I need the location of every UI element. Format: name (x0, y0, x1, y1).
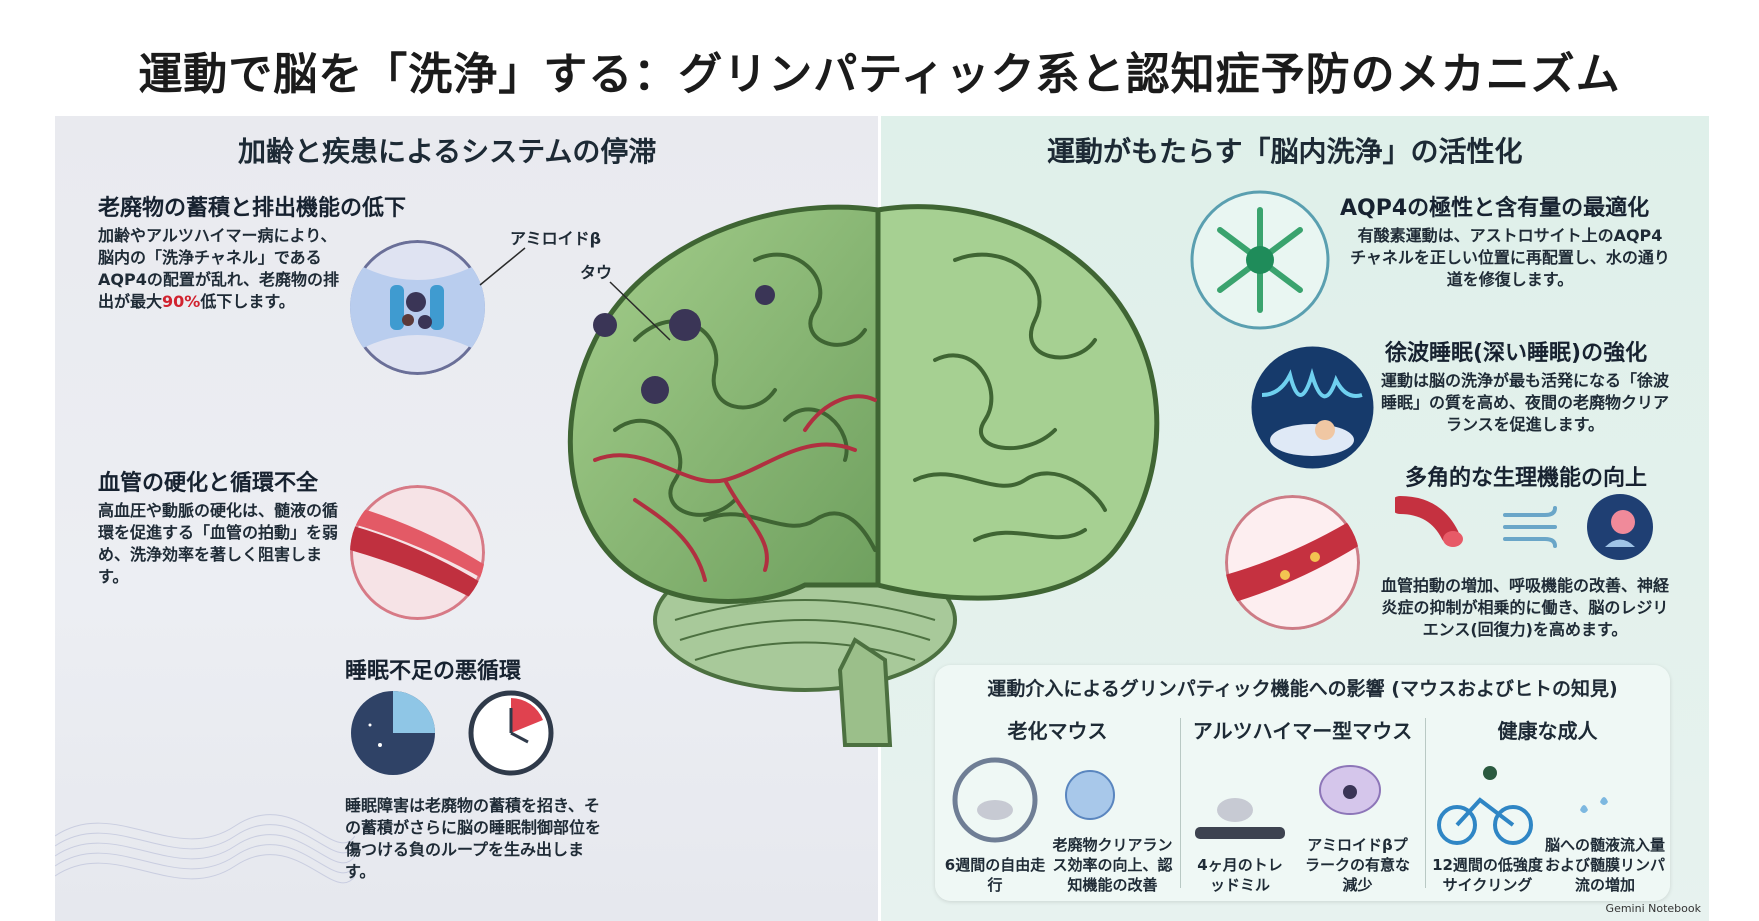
vessel-text: 高血圧や動脈の硬化は、髄液の循環を促進する「血管の拍動」を弱め、洗浄効率を著しく… (98, 501, 339, 586)
healthy-vessel-icon (1225, 495, 1360, 630)
running-wheel-mouse-icon (952, 757, 1038, 843)
column-separator (1425, 718, 1426, 888)
pointer-lines (479, 247, 671, 341)
impact-title: 運動介入によるグリンパティック機能への影響 (マウスおよびヒトの知見) (987, 678, 1618, 700)
sleep-text: 睡眠障害は老廃物の蓄積を招き、その蓄積がさらに脳の睡眠制御部位を傷つける負のルー… (345, 796, 602, 881)
waste-heading: 老廃物の蓄積と排出機能の低下 (98, 196, 407, 221)
column-title-aged-mouse: 老化マウス (1007, 719, 1108, 743)
treadmill-mouse-icon (1195, 798, 1285, 839)
caption-aged-mouse-2: 老廃物クリアランス効率の向上、認知機能の改善 (1052, 836, 1173, 894)
impact-box (935, 665, 1670, 901)
multi-text: 血管拍動の増加、呼吸機能の改善、神経炎症の抑制が相乗的に働き、脳のレジリエンス(… (1380, 576, 1669, 639)
stiff-vessel-icon (350, 485, 485, 620)
right-panel-title: 運動がもたらす「脳内洗浄」の活性化 (1047, 135, 1523, 168)
tau-label: タウ (580, 263, 613, 282)
neuro-inflammation-icon (1587, 494, 1653, 560)
aqp4-channel-disrupted-icon (350, 240, 485, 375)
sleep-pie-icon (351, 691, 435, 775)
amyloid-plaque-brain-icon (1319, 765, 1381, 815)
vessel-heading: 血管の硬化と循環不全 (98, 471, 319, 496)
caption-healthy-adult-2: 脳への髄液流入量および髄膜リンパ流の増加 (1545, 836, 1666, 894)
column-separator (1180, 718, 1181, 888)
caption-aged-mouse-1: 6週間の自由走行 (944, 856, 1046, 894)
waste-highlight: 90% (162, 292, 201, 311)
aqp4-text: 有酸素運動は、アストロサイト上のAQP4チャネルを正しい位置に再配置し、水の通り… (1350, 226, 1670, 289)
decorative-wave-lines (55, 814, 355, 884)
watermark: Gemini Notebook (1605, 902, 1701, 915)
astrocyte-aqp4-icon (1190, 190, 1330, 330)
amyloid-label: アミロイドβ (510, 229, 602, 248)
slow-wave-sleep-icon (1251, 346, 1374, 469)
sleep-heading: 睡眠不足の悪循環 (345, 659, 522, 684)
caption-ad-mouse-1: 4ヶ月のトレッドミル (1197, 856, 1283, 894)
sws-heading: 徐波睡眠(深い睡眠)の強化 (1385, 341, 1648, 366)
blood-vessel-icon (1395, 496, 1463, 547)
column-title-healthy-adult: 健康な成人 (1497, 719, 1598, 743)
aqp4-heading: AQP4の極性と含有量の最適化 (1340, 196, 1650, 221)
waste-text: 加齢やアルツハイマー病により、脳内の「洗浄チャネル」であるAQP4の配置が乱れ、… (98, 226, 340, 311)
caption-ad-mouse-2: アミロイドβプラークの有意な減少 (1304, 836, 1410, 894)
column-title-ad-mouse: アルツハイマー型マウス (1192, 719, 1413, 743)
caption-healthy-adult-1: 12週間の低強度サイクリング (1432, 856, 1543, 894)
breathing-icon (1503, 506, 1557, 548)
cyclist-icon (1437, 766, 1533, 845)
clearance-cell-icon (1065, 770, 1115, 820)
left-panel-title: 加齢と疾患によるシステムの停滞 (238, 135, 657, 168)
brain-illustration (567, 204, 1160, 747)
page-title: 運動で脳を「洗浄」する：グリンパティック系と認知症予防のメカニズム (138, 49, 1621, 100)
sws-text: 運動は脳の洗浄が最も活発になる「徐波睡眠」の質を高め、夜間の老廃物クリアランスを… (1380, 371, 1669, 434)
fluid-drops-icon (1580, 797, 1608, 813)
clock-icon (468, 690, 554, 776)
multi-heading: 多角的な生理機能の向上 (1405, 466, 1648, 491)
